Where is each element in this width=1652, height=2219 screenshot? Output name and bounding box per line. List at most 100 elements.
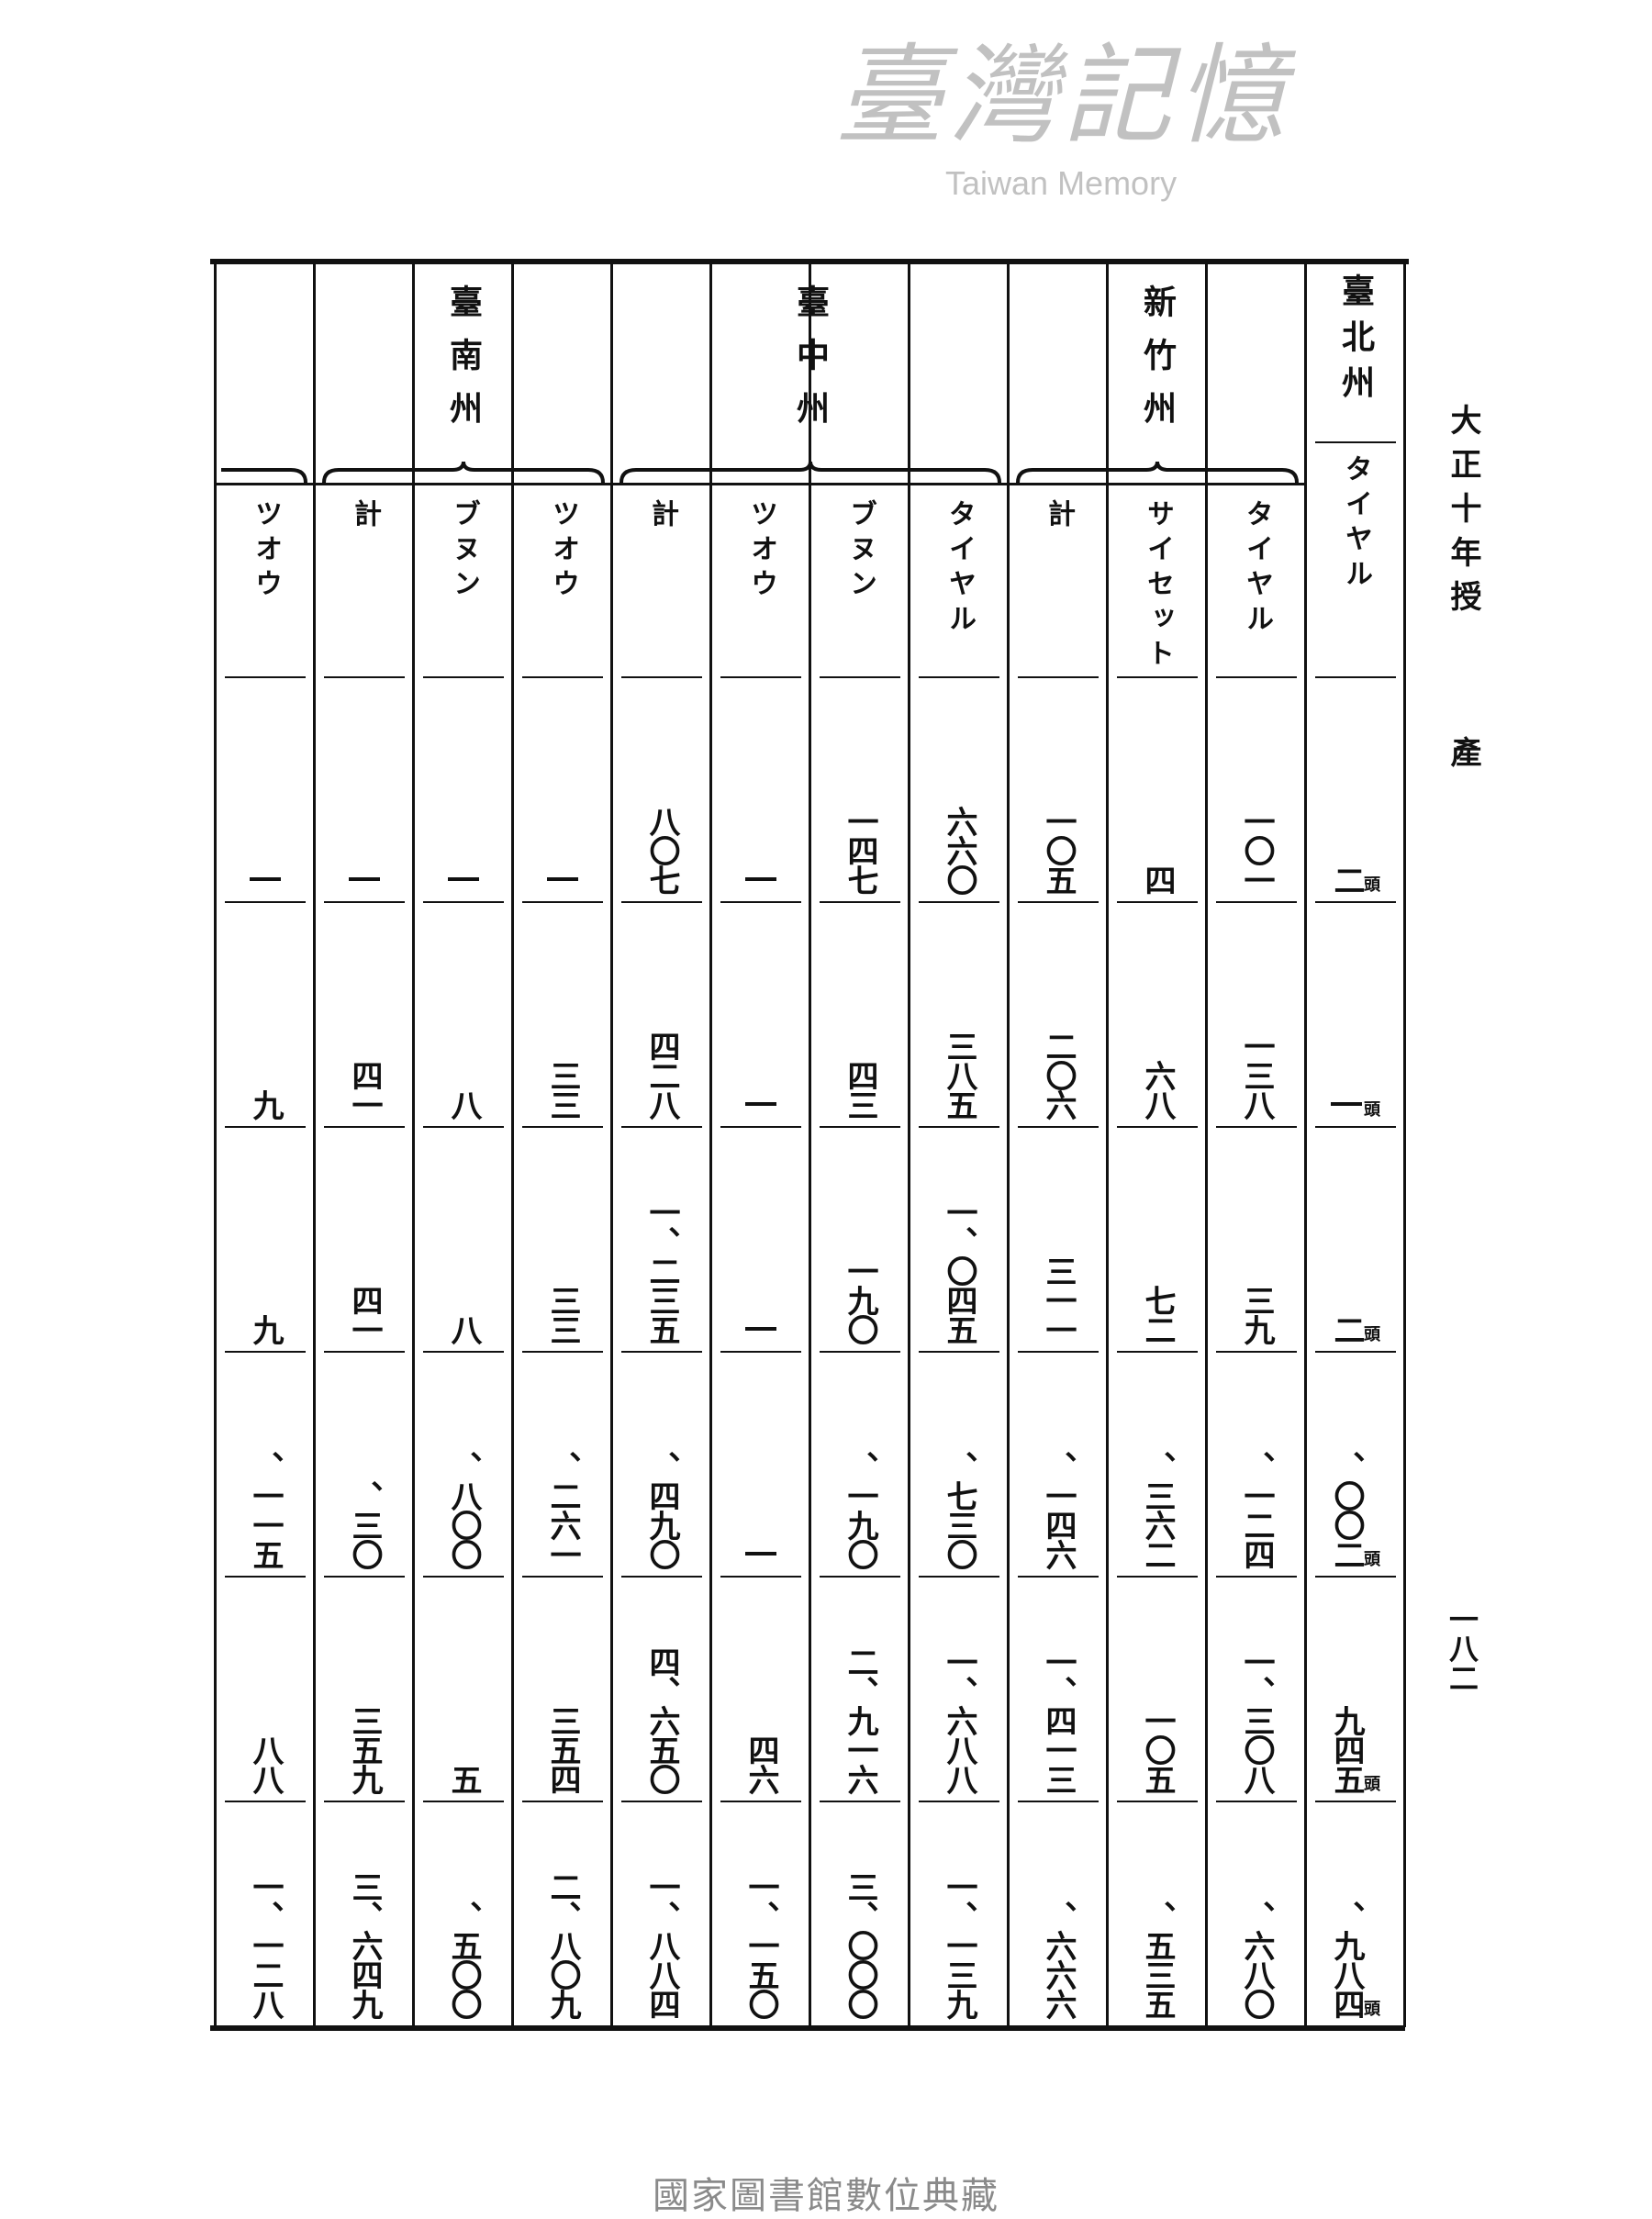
table-cell: 、〇〇二頭 bbox=[1306, 1353, 1405, 1578]
table-cell: 一三八 bbox=[1207, 903, 1306, 1128]
cell-value: 、八〇〇 bbox=[445, 1451, 482, 1568]
cell-value: 一、一五〇 bbox=[742, 1871, 779, 2018]
table-cell: 三八五 bbox=[910, 903, 1009, 1128]
watermark-sub: Taiwan Memory bbox=[945, 164, 1178, 202]
column-header-label: ブヌン bbox=[844, 499, 876, 604]
column-header-label: ツオウ bbox=[745, 499, 777, 604]
cell-value: 八八 bbox=[247, 1734, 284, 1793]
top-rule bbox=[210, 259, 1409, 264]
table-cell: 五 bbox=[414, 1578, 513, 1802]
table-cell: ― bbox=[216, 678, 315, 903]
unit-label: 頭 bbox=[1364, 875, 1380, 895]
table-cell: 八八 bbox=[216, 1578, 315, 1802]
cell-value: 、一二四 bbox=[1238, 1451, 1275, 1568]
column-divider bbox=[1304, 262, 1307, 2027]
column-divider bbox=[511, 262, 514, 2027]
column-divider bbox=[610, 262, 613, 2027]
footer-credit: 國家圖書館數位典藏 bbox=[653, 2175, 999, 2217]
prefecture-name: 臺北州 bbox=[1336, 273, 1375, 411]
cell-value: ― bbox=[445, 859, 482, 894]
table-cell: 八 bbox=[414, 903, 513, 1128]
column-header-label: ツオウ bbox=[547, 499, 579, 604]
table-cell: 三三 bbox=[513, 1128, 612, 1353]
cell-value: 二〇六 bbox=[1040, 1031, 1077, 1119]
table-cell: 、六八〇 bbox=[1207, 1802, 1306, 2027]
cell-value: 九四五 bbox=[1328, 1705, 1365, 1793]
cell-value: 一、二三五 bbox=[643, 1197, 680, 1344]
cell-value: 二 bbox=[1328, 1314, 1365, 1344]
cell-value: 三八五 bbox=[941, 1031, 977, 1119]
unit-label: 頭 bbox=[1364, 2000, 1380, 2019]
cell-value: 三三 bbox=[544, 1060, 581, 1119]
table-cell: 一、八八四 bbox=[612, 1802, 711, 2027]
column-header-label: 計 bbox=[1043, 499, 1075, 534]
table-cell: 、九八四頭 bbox=[1306, 1802, 1405, 2027]
column-header: 計 bbox=[612, 488, 711, 678]
prefecture-name: 臺南州 bbox=[444, 284, 483, 444]
cell-value: ― bbox=[1328, 1084, 1365, 1119]
table-cell: 四 bbox=[1108, 678, 1207, 903]
cell-value: 六八 bbox=[1139, 1060, 1176, 1119]
table-cell: 一、四一三 bbox=[1009, 1578, 1108, 1802]
table-cell: 一〇五 bbox=[1009, 678, 1108, 903]
column-header-label: タイヤル bbox=[1340, 454, 1372, 594]
cell-value: 四一 bbox=[346, 1060, 383, 1119]
cell-value: 、七三〇 bbox=[941, 1451, 977, 1568]
column-divider bbox=[412, 262, 415, 2027]
cell-value: 、一九〇 bbox=[842, 1451, 878, 1568]
cell-value: 、三〇 bbox=[346, 1480, 383, 1568]
side-title-text-end: 產 bbox=[1445, 736, 1481, 767]
table-cell: 三五四 bbox=[513, 1578, 612, 1802]
column-header: 計 bbox=[315, 488, 414, 678]
table-cell: 一九〇 bbox=[810, 1128, 910, 1353]
cell-value: 四三 bbox=[842, 1060, 878, 1119]
prefecture-header bbox=[216, 262, 315, 484]
cell-value: ― bbox=[742, 1309, 779, 1344]
cell-value: 一、一二八 bbox=[247, 1871, 284, 2018]
header-rule bbox=[612, 483, 1009, 485]
unit-label: 頭 bbox=[1364, 1325, 1380, 1344]
cell-value: 一三八 bbox=[1238, 1031, 1275, 1119]
table-cell: 三九 bbox=[1207, 1128, 1306, 1353]
table-cell: 二頭 bbox=[1306, 1128, 1405, 1353]
table-cell: 三一一 bbox=[1009, 1128, 1108, 1353]
table-cell: 、五〇〇 bbox=[414, 1802, 513, 2027]
table-cell: 、三六二 bbox=[1108, 1353, 1207, 1578]
cell-value: 一四七 bbox=[842, 806, 878, 894]
cell-value: 二 bbox=[1328, 864, 1365, 894]
prefecture-header: 臺北州 bbox=[1306, 262, 1405, 443]
table-cell: 二、九一六 bbox=[810, 1578, 910, 1802]
cell-value: ― bbox=[742, 1084, 779, 1119]
column-divider bbox=[709, 262, 712, 2027]
page-number: 一八二 bbox=[1441, 1604, 1568, 1700]
column-header-label: ブヌン bbox=[448, 499, 480, 604]
cell-value: 一〇五 bbox=[1040, 806, 1077, 894]
column-divider bbox=[1106, 262, 1109, 2027]
cell-value: ― bbox=[742, 1533, 779, 1568]
table-cell: 一、一五〇 bbox=[711, 1802, 810, 2027]
cell-value: 四、六五〇 bbox=[643, 1646, 680, 1793]
prefecture-name: 新竹州 bbox=[1138, 284, 1177, 444]
bottom-rule bbox=[210, 2025, 1405, 2031]
page-number-text: 一八二 bbox=[1445, 1604, 1479, 1692]
column-header: ツオウ bbox=[216, 488, 315, 678]
table-cell: 二、八〇九 bbox=[513, 1802, 612, 2027]
prefecture-header: 臺南州 bbox=[315, 262, 612, 484]
cell-value: 、五〇〇 bbox=[445, 1901, 482, 2018]
brace-icon bbox=[322, 461, 605, 484]
cell-value: 三九 bbox=[1238, 1285, 1275, 1344]
table-cell: ― bbox=[711, 678, 810, 903]
cell-value: 、四九〇 bbox=[643, 1451, 680, 1568]
table-cell: 四一 bbox=[315, 1128, 414, 1353]
table-cell: 六八 bbox=[1108, 903, 1207, 1128]
cell-value: 、一四六 bbox=[1040, 1451, 1077, 1568]
prefecture-header: 新竹州 bbox=[1009, 262, 1306, 484]
cell-value: 三、六四九 bbox=[346, 1871, 383, 2018]
table-cell: 一、三〇八 bbox=[1207, 1578, 1306, 1802]
column-header: ツオウ bbox=[513, 488, 612, 678]
table-cell: 三、〇〇〇 bbox=[810, 1802, 910, 2027]
table-cell: 八〇七 bbox=[612, 678, 711, 903]
table-cell: 、五三五 bbox=[1108, 1802, 1207, 2027]
cell-value: 、五三五 bbox=[1139, 1901, 1176, 2018]
cell-value: 八 bbox=[445, 1314, 482, 1344]
